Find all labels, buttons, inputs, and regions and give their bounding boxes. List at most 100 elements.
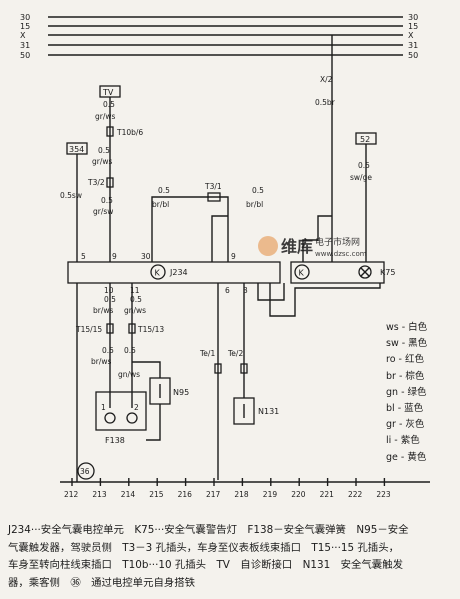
ruler-label: 214 xyxy=(121,490,136,499)
legend-item: ge - 黄色 xyxy=(386,451,427,463)
t15-15-plug xyxy=(106,323,114,334)
k75-feed-wire xyxy=(302,215,332,262)
n95-label: N95 xyxy=(173,388,189,397)
wire-spec: 0.5sw xyxy=(60,191,82,200)
watermark: 维库 电子市场网 www.dzsc.com xyxy=(258,236,367,258)
f138-terminal-2 xyxy=(126,412,138,424)
k75-link-wire xyxy=(257,283,285,301)
ruler-label: 212 xyxy=(64,490,79,499)
legend-item: ro - 红色 xyxy=(386,354,424,366)
bus-label-left: X xyxy=(20,31,26,40)
pin-number: 2 xyxy=(134,403,139,412)
watermark-url: www.dzsc.com xyxy=(315,250,367,258)
c354-connector-label: 354 xyxy=(69,145,84,154)
k75-symbol xyxy=(294,264,310,280)
k75-label: K75 xyxy=(380,268,395,277)
pin-number: 10 xyxy=(104,286,114,295)
c52-circuit: 52 0.5 sw/ge xyxy=(350,132,377,262)
warning-lamp-cross xyxy=(360,267,370,277)
wire-color: sw/ge xyxy=(350,173,372,182)
wire-color: gr/ws xyxy=(95,112,116,121)
ruler-label: 223 xyxy=(376,490,391,499)
ruler-label: 221 xyxy=(320,490,335,499)
watermark-subtitle: 电子市场网 xyxy=(315,236,360,248)
t3-1-plug xyxy=(207,192,221,202)
caption-line: 车身至转向柱线束插口 T10b···10 孔插头 TV 自诊断接口 N131 安… xyxy=(8,559,403,571)
wire-color: br/bl xyxy=(152,200,169,209)
wire-gauge: 0.5 xyxy=(130,295,142,304)
legend-item: gr - 灰色 xyxy=(386,419,425,431)
wire-gauge: 0.5 xyxy=(158,186,170,195)
j234-unit: K J234 5 9 30 9 10 11 6 3 xyxy=(67,252,281,295)
wire-gauge: 0.5 xyxy=(124,346,136,355)
wire-spec: 0.5br xyxy=(315,98,336,107)
ruler-label: 216 xyxy=(178,490,193,499)
pin-number: 6 xyxy=(225,286,230,295)
watermark-logo-icon xyxy=(258,236,278,256)
x2-label: X/2 xyxy=(320,75,333,84)
bus-label-left: 31 xyxy=(20,41,30,50)
bus-label-right: 31 xyxy=(408,41,418,50)
wire-gauge: 0.5 xyxy=(358,161,370,170)
wire-color: gr/ws xyxy=(92,157,113,166)
bus-label-right: 30 xyxy=(408,13,418,22)
wire-gauge: 0.5 xyxy=(103,100,115,109)
te-1-label: Te/1 xyxy=(199,349,215,358)
k75-box xyxy=(290,261,385,284)
wire-color: gn/ws xyxy=(124,306,146,315)
k75-symbol-letter: K xyxy=(299,269,305,278)
ruler-label: 218 xyxy=(234,490,249,499)
pin-number: 11 xyxy=(130,286,140,295)
t3-1-label: T3/1 xyxy=(204,182,222,191)
bus-lines: 30 15 X 31 50 30 15 X 31 50 xyxy=(20,13,418,60)
wire-color: gn/ws xyxy=(118,370,140,379)
wire-gauge: 0.5 xyxy=(102,346,114,355)
wire-color: br/ws xyxy=(93,306,114,315)
wire-gauge: 0.5 xyxy=(252,186,264,195)
f138-label: F138 xyxy=(105,436,125,445)
pin-number: 9 xyxy=(231,252,236,261)
bus-label-right: 50 xyxy=(408,51,418,60)
j234-box xyxy=(67,261,281,284)
n95-return-wire xyxy=(146,404,161,441)
caption-line: 器，乘客侧 ㊱ 通过电控单元自身搭铁 xyxy=(8,576,196,589)
pin-number: 9 xyxy=(112,252,117,261)
pin-number: 1 xyxy=(101,403,106,412)
t3-2-plug xyxy=(106,177,114,188)
color-legend: ws - 白色 sw - 黑色 ro - 红色 br - 棕色 gn - 绿色 … xyxy=(386,320,427,466)
caption-line: 气囊触发器，驾驶员侧 T3－3 孔插头，车身至仪表板线束插口 T15···15 … xyxy=(8,541,399,554)
legend-item: sw - 黑色 xyxy=(386,338,428,350)
legend-item: gn - 绿色 xyxy=(386,386,427,398)
t3-1-wire xyxy=(151,196,229,262)
bus-label-left: 15 xyxy=(20,22,30,31)
t3-1-circuit: T3/1 0.5 br/bl 0.5 br/bl xyxy=(151,182,264,262)
bus-label-right: 15 xyxy=(408,22,418,31)
driver-airbag-circuit: 0.5 br/ws 0.5 gn/ws T15/15 T15/13 0.5 br… xyxy=(75,283,189,445)
wire-gauge: 0.5 xyxy=(98,146,110,155)
f138-terminal-1 xyxy=(104,412,116,424)
warning-lamp-icon xyxy=(358,265,372,279)
f138-box xyxy=(95,391,147,431)
wiring-diagram: 30 15 X 31 50 30 15 X 31 50 TV 0.5 gr/ws… xyxy=(20,13,430,499)
j234-symbol xyxy=(150,264,166,280)
wire-color: br/bl xyxy=(246,200,263,209)
te-2-label: Te/2 xyxy=(227,349,243,358)
bus-label-left: 30 xyxy=(20,13,30,22)
k75-unit: K K75 xyxy=(290,261,395,284)
ruler-label: 222 xyxy=(348,490,363,499)
ruler-label: 220 xyxy=(291,490,306,499)
pin-number: 3 xyxy=(243,286,248,295)
wire-gauge: 0.5 xyxy=(101,196,113,205)
t15-13-plug xyxy=(128,323,136,334)
c52-connector-label: 52 xyxy=(360,135,370,144)
j234-symbol-letter: K xyxy=(155,269,161,278)
caption: J234···安全气囊电控单元 K75···安全气囊警告灯 F138－安全气囊弹… xyxy=(8,522,456,592)
t10b6-plug xyxy=(106,126,114,137)
n131-box xyxy=(233,397,255,425)
t15-15-label: T15/15 xyxy=(75,325,102,334)
ground-point-icon xyxy=(77,462,95,480)
bus-label-right: X xyxy=(408,31,414,40)
k75-return-wire xyxy=(269,283,381,317)
wire-color: br/ws xyxy=(91,357,112,366)
